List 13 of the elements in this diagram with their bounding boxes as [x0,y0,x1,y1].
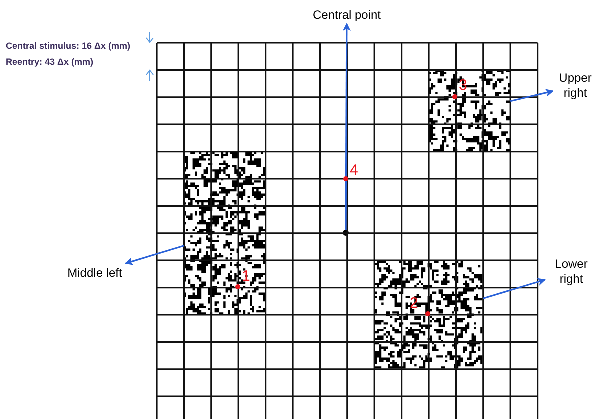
callout-text: Central point [312,8,382,22]
callout-text: Middle left [68,266,122,280]
callout-text: Upper right [558,71,593,101]
point-number: 2 [410,297,418,310]
note-text: Central stimulus: 16 Δx (mm) [6,41,130,52]
arrow [125,245,184,266]
callout-text: Lower right [554,257,589,287]
point-number: 4 [350,164,358,177]
arrow [342,23,351,230]
point-number: 1 [242,270,250,283]
arrow [510,89,554,102]
arrow [483,278,546,300]
note-text: Reentry: 43 Δx (mm) [6,57,94,68]
